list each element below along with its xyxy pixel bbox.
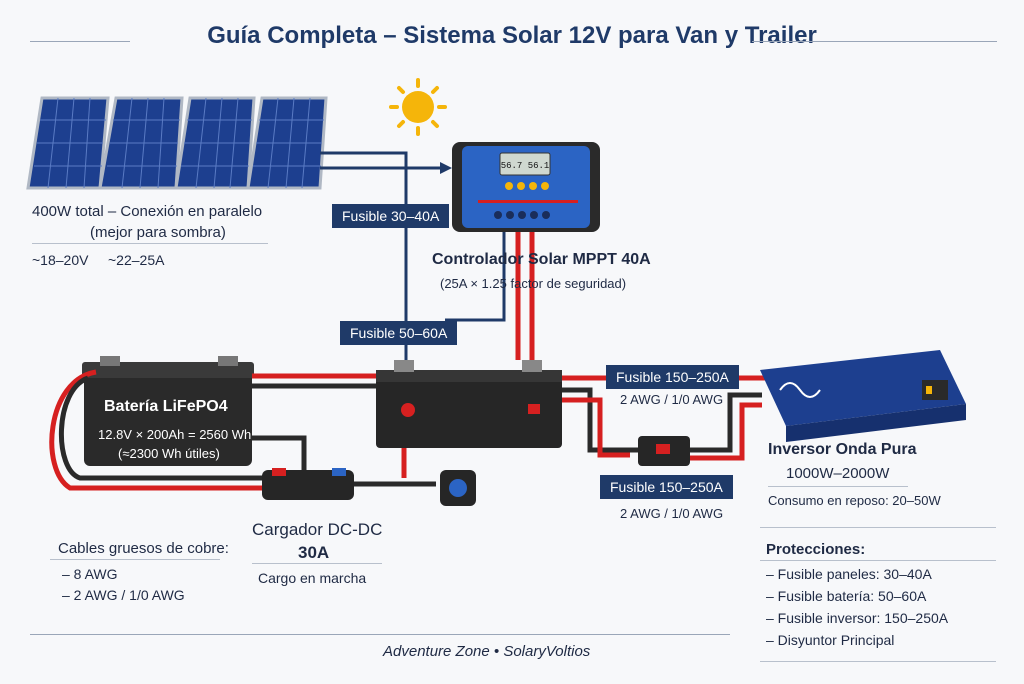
panels-caption-line2: (mejor para sombra) [90,224,226,241]
dcdc-rule [252,563,382,564]
dcdc-title: Cargador DC-DC [252,520,383,539]
protections-rule [760,560,996,561]
panel-fuse-label: Fusible 30–40A [332,204,450,228]
inverter-fuse-bottom-wire: 2 AWG / 1/0 AWG [620,506,724,521]
bus-fuse-box [376,360,562,448]
battery-title: Batería LiFePO4 [104,398,228,415]
controller-display-readout: 56.7 56.1 [501,161,550,171]
dcdc-charger [262,468,354,500]
protections-item: – Disyuntor Principal [766,632,895,648]
inverter-fuse-top-label: Fusible 150–250A [606,365,739,389]
protections-item: – Fusible inversor: 150–250A [766,610,949,626]
inverter-fuse-top-wire: 2 AWG / 1/0 AWG [620,392,724,407]
battery-fuse-label: Fusible 50–60A [340,321,458,345]
cables-item: – 2 AWG / 1/0 AWG [62,587,185,603]
inverter [760,350,966,442]
footer-credit: Adventure Zone • SolaryVoltios [383,643,591,660]
title-rule-right [752,41,997,42]
protections-item: – Fusible paneles: 30–40A [766,566,932,582]
sun-icon [389,78,447,136]
battery [82,356,254,466]
battery-spec: 12.8V × 200Ah = 2560 Wh [98,427,252,442]
solar-panel-array [26,96,328,190]
cables-item: – 8 AWG [62,566,118,582]
inverter-power: 1000W–2000W [786,465,890,482]
page-title: Guía Completa – Sistema Solar 12V para V… [207,22,817,49]
mppt-controller [452,142,600,232]
inverter-idle: Consumo en reposo: 20–50W [768,493,941,508]
solar-panel [98,96,184,190]
panels-caption-rule [32,243,268,244]
controller-subtitle: (25A × 1.25 factor de seguridad) [440,276,627,291]
panels-current: ~22–25A [108,252,165,268]
protections-top-rule [760,527,996,528]
panels-caption-line1: 400W total – Conexión en paralelo [32,203,263,220]
main-disconnect-switch [440,470,476,506]
inverter-fuse-bottom-label: Fusible 150–250A [600,475,733,499]
solar-panel [246,96,328,190]
protections-title: Protecciones: [766,541,866,558]
inverter-title: Inversor Onda Pura [768,441,917,458]
footer-rule [30,634,730,635]
cables-title: Cables gruesos de cobre: [58,540,229,557]
solar-panel [174,96,256,190]
panel-wires [320,151,440,205]
panels-voltage: ~18–20V [32,252,89,268]
inline-fuse [638,436,690,466]
solar-panel [26,96,110,190]
dcdc-note: Cargo en marcha [258,570,367,586]
protections-item: – Fusible batería: 50–60A [766,588,927,604]
inverter-rule [768,486,908,487]
footer-rule-right [760,661,996,662]
battery-wiring [49,369,436,491]
dcdc-rating: 30A [298,543,330,562]
controller-output-wires [445,232,535,360]
cables-rule [50,559,220,560]
title-rule-left [30,41,130,42]
battery-usable: (≈2300 Wh útiles) [118,446,220,461]
arrow-to-controller-icon [440,162,452,174]
controller-title: Controlador Solar MPPT 40A [432,251,651,268]
